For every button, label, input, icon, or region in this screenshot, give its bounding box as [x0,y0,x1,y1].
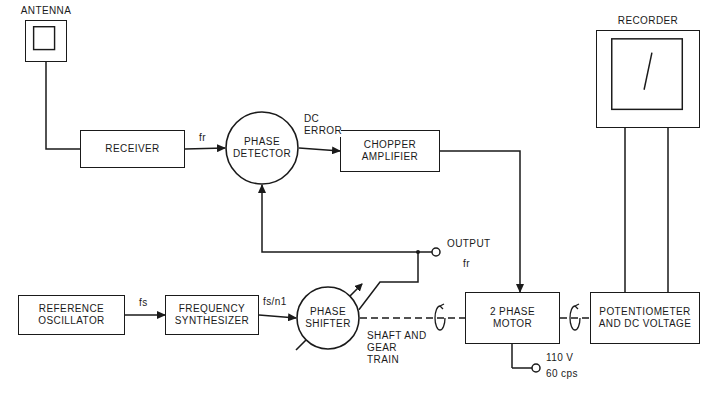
node-label: REFERENCE OSCILLATOR [27,303,117,327]
node-label: PHASE SHIFTER [300,306,356,330]
shaft-line [360,317,465,319]
antenna-loop-symbol [26,21,66,61]
signal-line [185,148,225,149]
node-label: FREQUENCY SYNTHESIZER [170,303,254,327]
supply-label: 110 V [545,352,574,364]
supply-label: 60 cps [545,368,579,380]
signal-line [625,128,668,292]
process-box: CHOPPER AMPLIFIER [340,130,440,172]
process-box: RECEIVER [80,130,185,168]
recorder-box: RECORDER [596,30,700,128]
node-label: POTENTIOMETER AND DC VOLTAGE [595,306,695,330]
signal-line [125,314,165,316]
process-box: REFERENCE OSCILLATOR [18,295,125,335]
signal-line [46,62,80,149]
signal-line [259,315,296,318]
edge-label: SHAFT AND GEAR TRAIN [366,330,430,366]
recorder-screen [597,31,699,127]
mains-terminal [512,344,540,372]
process-box: FREQUENCY SYNTHESIZER [165,295,259,335]
node-label: CHOPPER AMPLIFIER [350,139,430,163]
edge-label: DC ERROR [303,113,341,137]
detector-circle: PHASE DETECTOR [225,111,299,185]
signal-name: fr [462,258,471,270]
heading-label: RECORDER [618,15,678,26]
edge-label: fs/n1 [262,296,288,308]
signal-line [440,151,520,292]
motor-box: 2 PHASE MOTOR [465,292,560,344]
node-label: PHASE DETECTOR [231,136,293,160]
output-terminal [416,248,440,256]
node-label: RECEIVER [85,143,180,155]
variable-arrow [296,284,362,350]
node-label: 2 PHASE MOTOR [483,306,543,330]
edge-label: fr [198,132,207,144]
signal-line [299,148,340,151]
shaft-line [560,317,590,319]
heading-label: ANTENNA [21,5,72,16]
edge-label: fs [138,297,149,309]
terminal-label: OUTPUT [446,238,492,250]
antenna-loop: ANTENNA [25,20,67,62]
shifter-circle: PHASE SHIFTER [296,286,360,350]
process-box: POTENTIOMETER AND DC VOLTAGE [590,292,700,344]
